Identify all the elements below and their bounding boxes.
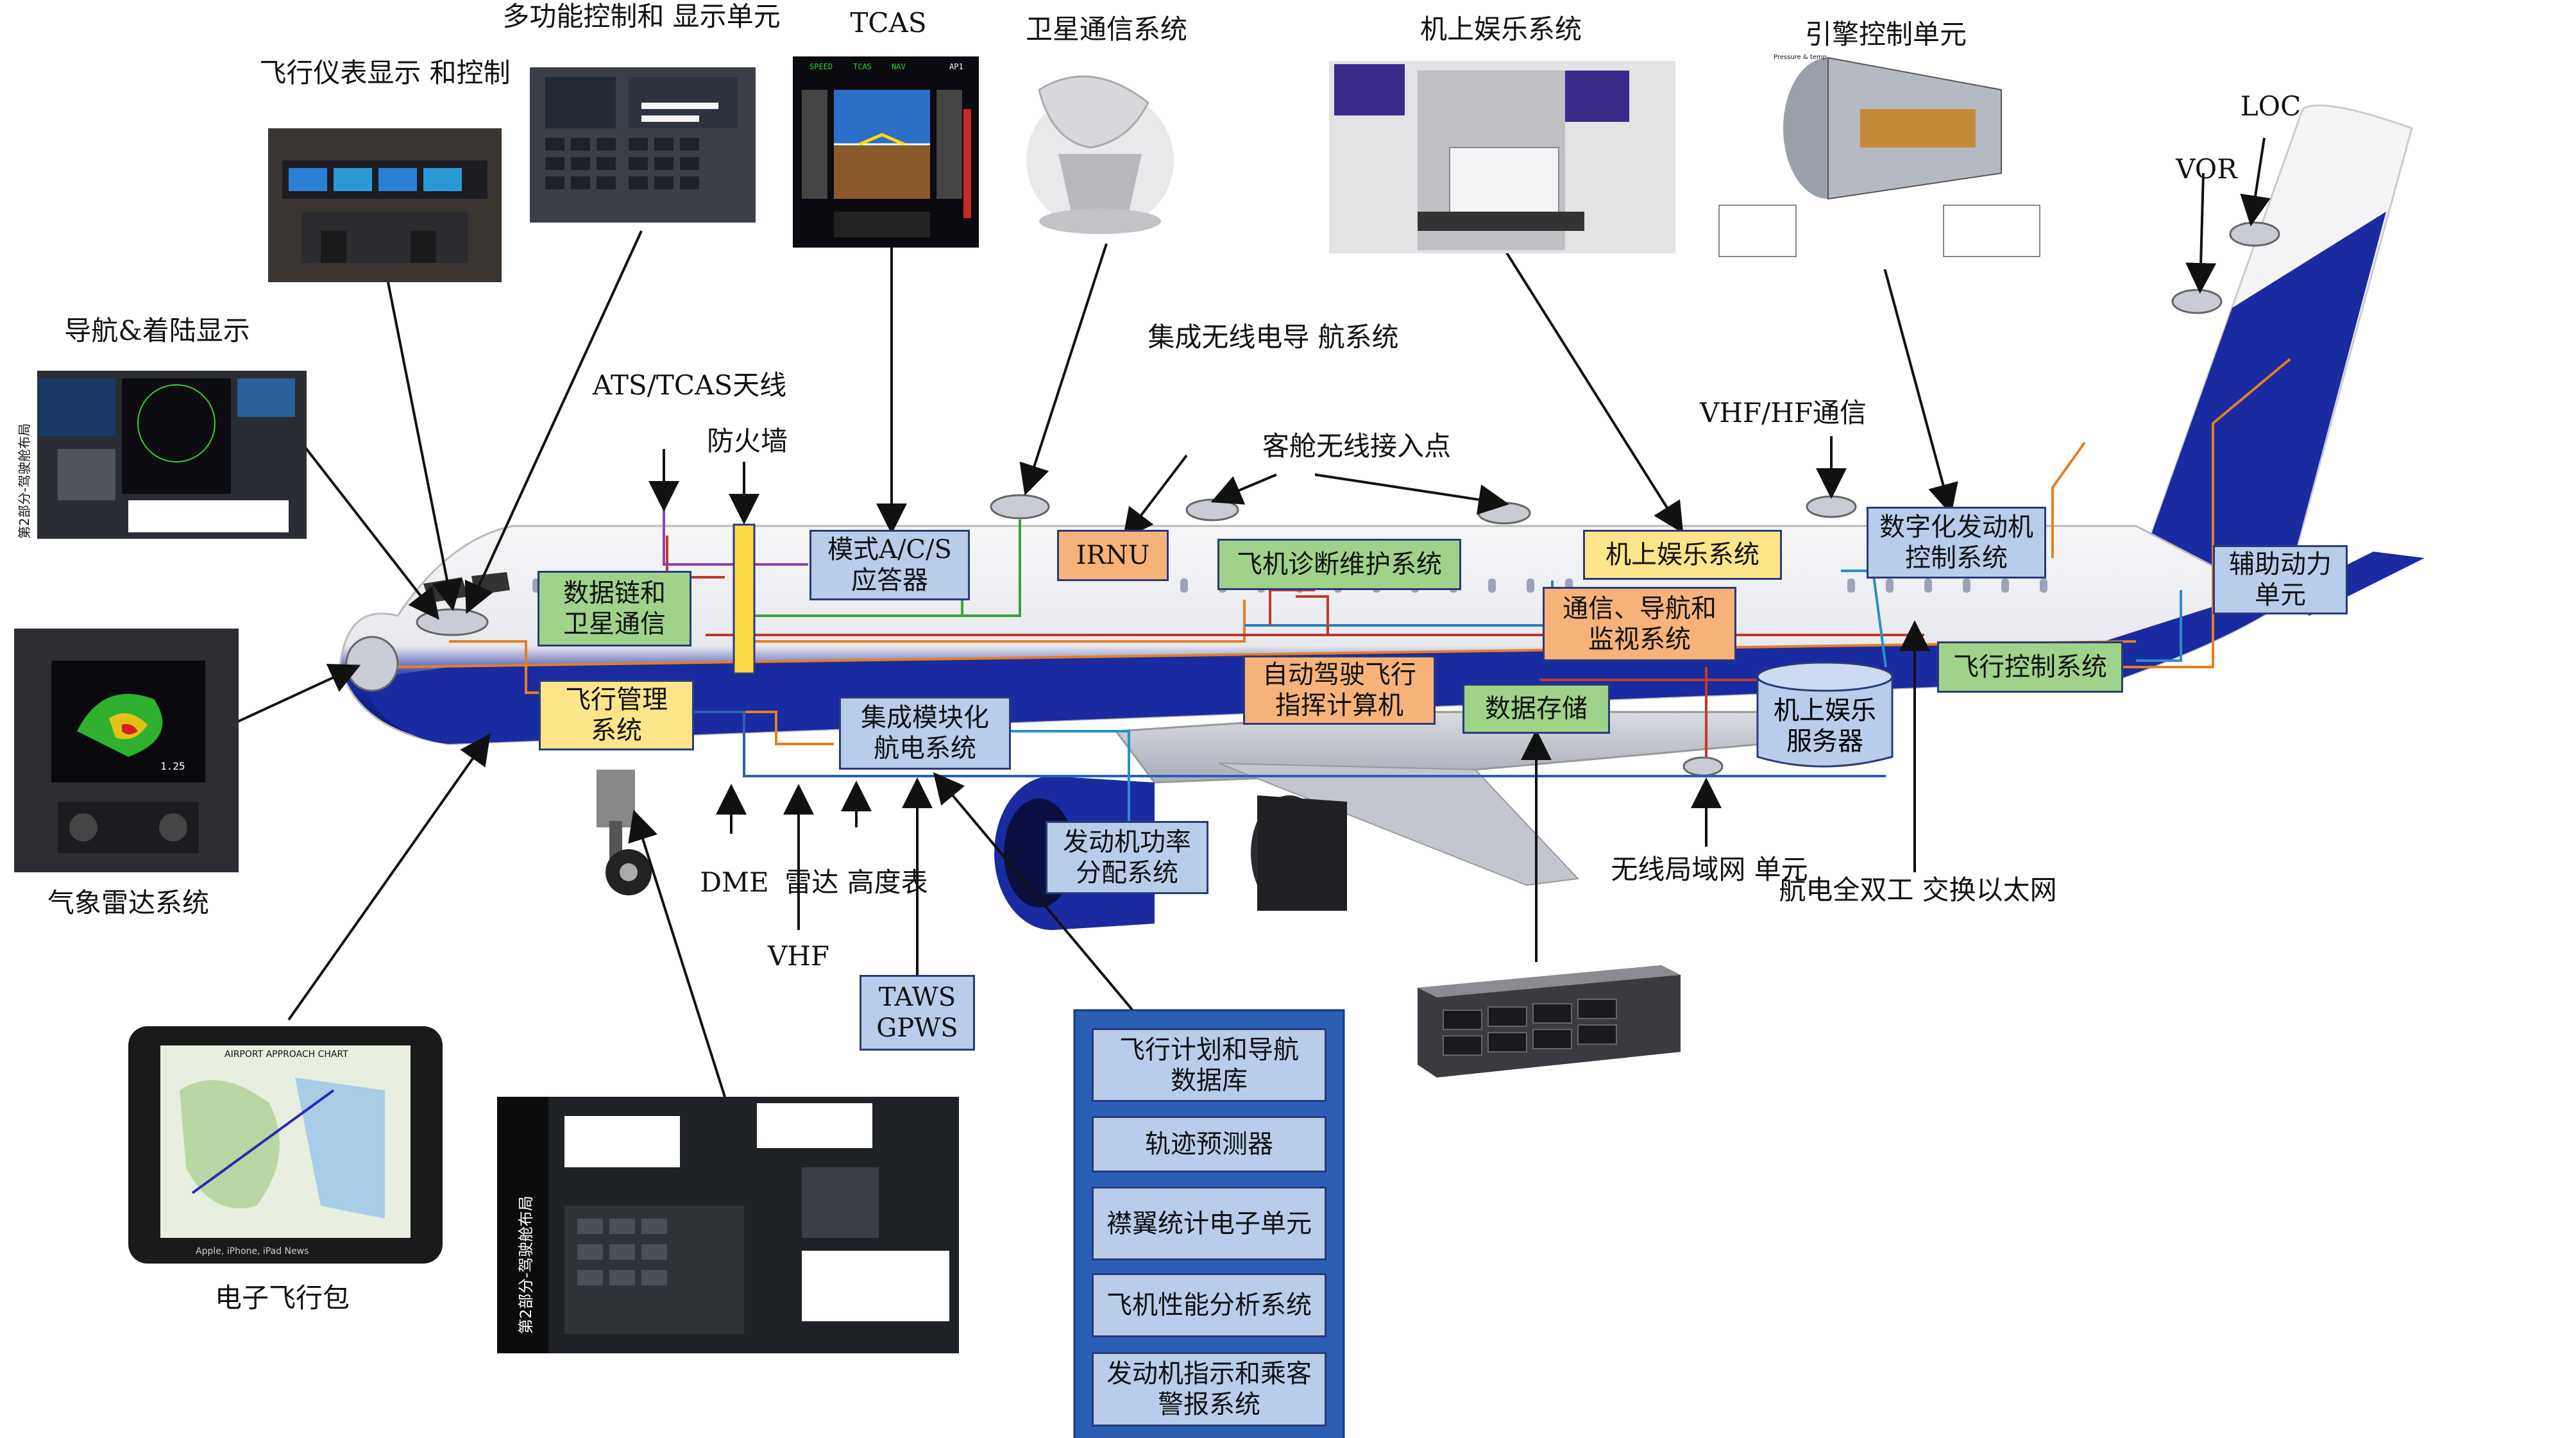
box-aircraft-diagnostics: 飞机诊断维护系统 [1217, 539, 1461, 590]
caption-flight-display: 飞行仪表显示 和控制 [259, 57, 511, 89]
weather-radar-nose [345, 636, 399, 692]
fms-item-flap-electronics: 襟翼统计电子单元 [1092, 1187, 1326, 1260]
nav-side-text: 第2部分-驾驶舱布局 [17, 423, 32, 539]
box-ife-server: 机上娱乐 服务器 [1774, 696, 1876, 756]
pfd-nav-label: NAV [892, 62, 906, 71]
box-mode-acs-transponder: 模式A/C/S 应答器 [809, 530, 970, 600]
fms-item-trajectory-predictor: 轨迹预测器 [1092, 1116, 1326, 1172]
ife-server-cylinder [1756, 661, 1894, 768]
caption-dme: DME [700, 867, 769, 898]
fms-item-performance-analysis: 飞机性能分析系统 [1092, 1273, 1326, 1337]
caption-satcom: 卫星通信系统 [1025, 13, 1188, 45]
photo-engine-cutaway [1718, 51, 2065, 269]
wr-range-text: 1.25 [160, 760, 185, 772]
wlan-antenna [1682, 756, 1724, 777]
firewall-bar [733, 523, 756, 675]
fms-item-nav-database: 飞行计划和导航 数据库 [1092, 1028, 1326, 1102]
photo-efb-tablet [128, 1026, 443, 1264]
caption-vor: VOR [2176, 153, 2237, 185]
annotation-arrows [230, 137, 2271, 1097]
box-datalink-satcom: 数据链和 卫星通信 [538, 571, 691, 647]
caption-vhf-hf: VHF/HF通信 [1699, 397, 1867, 428]
vhf-hf-antenna [1806, 495, 1857, 518]
photo-cockpit-pedestal [497, 1097, 959, 1353]
nose-gear [597, 770, 652, 895]
satcom-antenna [990, 494, 1050, 520]
box-fadec: 数字化发动机 控制系统 [1867, 507, 2046, 579]
box-autopilot-fd-computer: 自动驾驶飞行 指挥计算机 [1243, 656, 1436, 725]
box-flight-control: 飞行控制系统 [1937, 641, 2123, 693]
photo-nav-landing [12, 371, 307, 539]
caption-loc: LOC [2240, 90, 2301, 122]
box-data-storage: 数据存储 [1462, 684, 1610, 734]
caption-efb: 电子飞行包 [214, 1282, 350, 1314]
box-ife: 机上娱乐系统 [1583, 530, 1782, 580]
caption-firewall: 防火墙 [706, 425, 788, 457]
caption-mcdu: 多功能控制和 显示单元 [502, 1, 781, 32]
caption-ife-top: 机上娱乐系统 [1419, 13, 1582, 45]
efb-footer: Apple, iPhone, iPad News [196, 1246, 309, 1256]
photo-flight-deck [268, 128, 502, 282]
engine-annot-label: Pressure & temp [1774, 54, 1827, 61]
caption-integrated-radio-nav: 集成无线电导 航系统 [1148, 321, 1399, 353]
caption-engine-control: 引擎控制单元 [1804, 19, 1967, 50]
photo-satcom-dish [1026, 75, 1174, 234]
caption-afdx: 航电全双工 交换以太网 [1779, 874, 2057, 906]
box-irnu: IRNU [1057, 530, 1169, 581]
box-taws-gpws: TAWS GPWS [860, 975, 975, 1051]
efb-title: AIRPORT APPROACH CHART [225, 1049, 348, 1060]
box-cns: 通信、导航和 监视系统 [1543, 587, 1736, 661]
fms-item-eicas: 发动机指示和乘客 警报系统 [1092, 1352, 1326, 1426]
caption-tcas: TCAS [850, 7, 927, 38]
box-engine-power-distribution: 发动机功率 分配系统 [1046, 821, 1208, 894]
engine-right [1251, 795, 1347, 911]
cockpit-side-text: 第2部分-驾驶舱布局 [517, 1196, 535, 1334]
box-ima: 集成模块化 航电系统 [839, 697, 1011, 770]
ats-tcas-antenna-marker [416, 608, 489, 636]
wap-antenna-1 [1185, 498, 1239, 521]
caption-vhf: VHF [767, 940, 830, 972]
pfd-ap-label: AP1 [949, 62, 963, 71]
box-apu: 辅助动力 单元 [2213, 545, 2348, 614]
pfd-speed-label: SPEED [809, 62, 833, 71]
loc-antenna [2229, 221, 2280, 247]
photo-ife-cabin [1329, 61, 1675, 253]
caption-radar-altimeter: 雷达 高度表 [784, 867, 928, 898]
photo-mcdu [530, 67, 756, 223]
box-fms: 飞行管理 系统 [539, 680, 694, 750]
caption-weather-radar: 气象雷达系统 [47, 887, 210, 918]
wing [1114, 711, 1837, 886]
photo-server [1418, 965, 1681, 1078]
caption-ats-tcas-antenna: ATS/TCAS天线 [592, 369, 787, 401]
pfd-tcas-label: TCAS [853, 62, 872, 71]
wap-antenna-2 [1477, 502, 1531, 525]
photo-weather-radar [14, 629, 239, 872]
caption-wlan-unit: 无线局域网 单元 [1611, 854, 1808, 885]
photo-tcas-pfd [793, 56, 979, 248]
caption-cabin-wap: 客舱无线接入点 [1262, 430, 1452, 462]
vor-antenna [2171, 289, 2223, 314]
caption-nav-landing: 导航&着陆显示 [64, 315, 250, 346]
